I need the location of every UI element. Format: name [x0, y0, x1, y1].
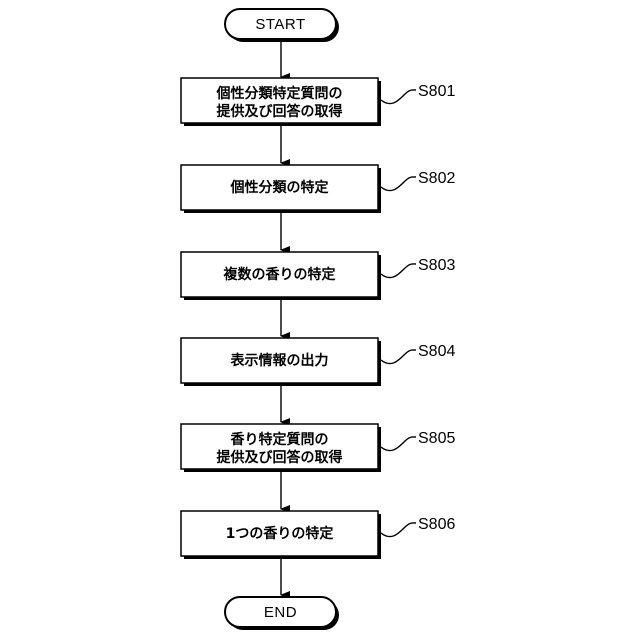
leader-s804	[381, 350, 416, 364]
leader-s801	[381, 90, 416, 104]
step-ref-s806: S806	[418, 516, 455, 533]
step-box-s806: 1つの香りの特定	[181, 511, 381, 559]
step-ref-s803: S803	[418, 257, 455, 274]
step-ref-s805: S805	[418, 430, 455, 447]
step-ref-s802: S802	[418, 170, 455, 187]
step-box-s803: 複数の香りの特定	[181, 252, 381, 300]
step-s805-line-2: 提供及び回答の取得	[217, 449, 343, 466]
leader-s806	[381, 523, 416, 537]
step-s802-line-1: 個性分類の特定	[230, 179, 329, 196]
step-box-s804: 表示情報の出力	[181, 338, 381, 386]
step-s804-line-1: 表示情報の出力	[230, 352, 329, 369]
leader-s802	[381, 177, 416, 191]
end-terminal: END	[225, 597, 339, 630]
step-refs: S801 S802 S803 S804 S805 S806	[381, 83, 455, 537]
step-ref-s804: S804	[418, 343, 455, 360]
leader-s805	[381, 437, 416, 451]
leader-s803	[381, 264, 416, 278]
step-s801-line-2: 提供及び回答の取得	[217, 103, 343, 120]
step-box-s805: 香り特定質問の 提供及び回答の取得	[181, 424, 381, 472]
step-s806-line-1: 1つの香りの特定	[226, 525, 334, 542]
step-box-s802: 個性分類の特定	[181, 165, 381, 213]
step-s805-line-1: 香り特定質問の	[230, 431, 329, 448]
step-s801-line-1: 個性分類特定質問の	[216, 85, 343, 102]
start-terminal: START	[225, 9, 339, 42]
end-label: END	[264, 604, 297, 621]
step-s803-line-1: 複数の香りの特定	[223, 266, 336, 283]
start-label: START	[255, 16, 305, 33]
step-ref-s801: S801	[418, 83, 455, 100]
step-box-s801: 個性分類特定質問の 提供及び回答の取得	[181, 78, 381, 126]
